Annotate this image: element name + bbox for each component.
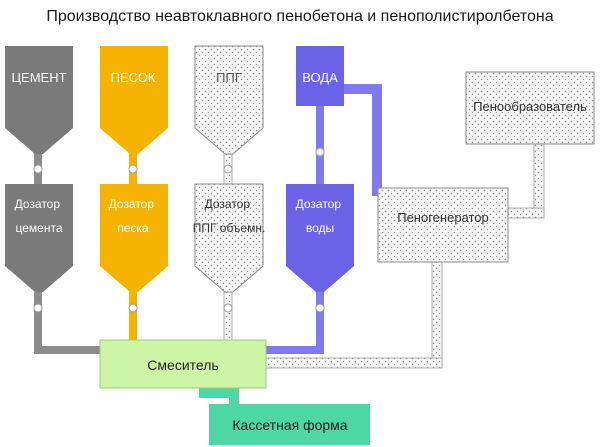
sand-doser-label-2: песка	[117, 221, 149, 235]
diagram-title: Производство неавтоклавного пенобетона и…	[46, 8, 553, 25]
water-doser-label-2: воды	[306, 221, 334, 235]
sand-doser: Дозатор песка	[100, 184, 168, 292]
ppg-doser-label-1: Дозатор	[205, 197, 251, 211]
mixer: Смеситель	[99, 339, 267, 389]
foam-agent-tank: Пенообразователь	[465, 71, 595, 145]
cement-silo: ЦЕМЕНТ	[5, 46, 73, 154]
foam-generator: Пеногенератор	[377, 187, 509, 263]
valve-icon	[33, 147, 325, 313]
ppg-silo: ППГ	[194, 45, 264, 155]
ppg-silo-label: ППГ	[216, 70, 242, 85]
sand-silo: ПЕСОК	[100, 46, 168, 154]
cassette-mold: Кассетная форма	[209, 404, 370, 445]
water-doser-label-1: Дозатор	[296, 197, 342, 211]
svg-text:Дозатор ППГ объемн.: Дозатор ППГ объемн.	[193, 197, 266, 235]
cement-doser-label-1: Дозатор	[15, 197, 61, 211]
mold-label: Кассетная форма	[232, 417, 347, 433]
water-pipe	[266, 84, 382, 354]
mixer-label: Смеситель	[147, 357, 218, 373]
ppg-doser: Дозатор ППГ объемн.	[193, 183, 266, 293]
svg-text:Дозатор воды: Дозатор воды	[296, 197, 345, 235]
water-tank-label: ВОДА	[302, 70, 338, 85]
sand-silo-label: ПЕСОК	[111, 70, 156, 85]
foam-generator-label: Пеногенератор	[397, 210, 489, 225]
sand-doser-label-1: Дозатор	[109, 197, 155, 211]
foam-agent-pipe	[507, 143, 545, 219]
cement-doser-label-2: цемента	[16, 221, 63, 235]
mixer-outlet-pipe	[199, 388, 239, 404]
svg-text:Дозатор песка: Дозатор песка	[109, 197, 158, 235]
water-doser: Дозатор воды	[286, 184, 354, 292]
water-tank: ВОДА	[296, 46, 344, 106]
foam-agent-label: Пенообразователь	[473, 99, 587, 114]
cement-doser: Дозатор цемента	[5, 184, 73, 292]
cement-silo-label: ЦЕМЕНТ	[11, 70, 66, 85]
svg-text:Дозатор цемента: Дозатор цемента	[15, 197, 64, 235]
ppg-doser-label-2: ППГ объемн.	[193, 221, 266, 235]
